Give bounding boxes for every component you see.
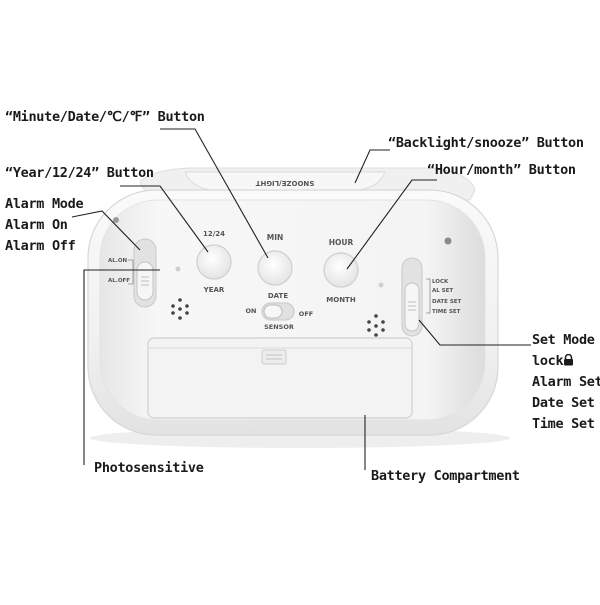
year-1224-button[interactable] <box>196 244 232 280</box>
set-mode-line-4: Date Set <box>532 395 595 411</box>
callout-year-1224: “Year/12/24” Button <box>5 163 154 184</box>
callout-minute-date: “Minute/Date/℃/℉” Button <box>5 107 205 128</box>
al-off-label: AL.OFF <box>108 278 130 284</box>
btn-month-label: MONTH <box>326 296 356 304</box>
callout-battery-text: Battery Compartment <box>371 468 520 484</box>
top-left-dot <box>113 217 119 223</box>
set-mode-line-5: Time Set <box>532 416 595 432</box>
callout-photosensitive-text: Photosensitive <box>94 460 204 476</box>
lock-icon <box>563 353 574 368</box>
callout-hour-month: “Hour/month” Button <box>427 160 576 181</box>
callout-hour-month-text: “Hour/month” Button <box>427 162 576 178</box>
mode-alset-label: AL SET <box>432 288 453 294</box>
sensor-label: SENSOR <box>264 323 294 331</box>
btn-min-label: MIN <box>267 233 284 242</box>
sensor-off-label: OFF <box>299 310 313 318</box>
set-mode-switch[interactable] <box>404 282 420 332</box>
photosensor-dot <box>175 266 181 272</box>
right-indicator-dot <box>378 282 384 288</box>
mode-dateset-label: DATE SET <box>432 299 462 305</box>
set-mode-line-1: Set Mode <box>532 332 595 348</box>
mode-lock-label: LOCK <box>432 279 449 285</box>
callout-backlight: “Backlight/snooze” Button <box>388 133 584 154</box>
btn-year-label: YEAR <box>203 286 225 294</box>
callout-backlight-text: “Backlight/snooze” Button <box>388 135 584 151</box>
minute-date-button[interactable] <box>257 250 293 286</box>
sensor-switch[interactable] <box>263 304 283 319</box>
callout-battery: Battery Compartment <box>371 466 520 487</box>
sensor-on-label: ON <box>246 307 257 315</box>
screw-dot <box>444 237 452 245</box>
btn-1224-label: 12/24 <box>203 230 225 238</box>
al-on-label: AL.ON <box>108 258 128 264</box>
callout-year-1224-text: “Year/12/24” Button <box>5 165 154 181</box>
alarm-mode-line-2: Alarm On <box>5 217 68 233</box>
btn-date-label: DATE <box>268 292 288 300</box>
callout-photosensitive: Photosensitive <box>94 458 204 479</box>
hour-month-button[interactable] <box>323 252 359 288</box>
battery-compartment-door[interactable] <box>147 337 413 419</box>
mode-timeset-label: TIME SET <box>432 309 461 315</box>
right-speaker-grille <box>367 314 385 337</box>
callout-set-mode: Set Mode lock Alarm Set Date Set Time Se… <box>532 330 600 435</box>
btn-hour-label: HOUR <box>329 238 354 247</box>
callout-minute-date-text: “Minute/Date/℃/℉” Button <box>5 109 205 125</box>
left-speaker-grille <box>171 298 189 320</box>
set-mode-line-2: lock <box>532 351 600 372</box>
alarm-mode-line-3: Alarm Off <box>5 238 76 254</box>
set-mode-line-3: Alarm Set <box>532 374 600 390</box>
battery-door-latch[interactable] <box>261 349 287 365</box>
set-mode-lock-text: lock <box>532 353 564 369</box>
alarm-mode-line-1: Alarm Mode <box>5 196 84 212</box>
callout-alarm-mode: Alarm Mode Alarm On Alarm Off <box>5 194 84 257</box>
leader-lines <box>71 128 531 470</box>
snooze-light-label: SNOOZE/LIGHT <box>255 179 314 187</box>
